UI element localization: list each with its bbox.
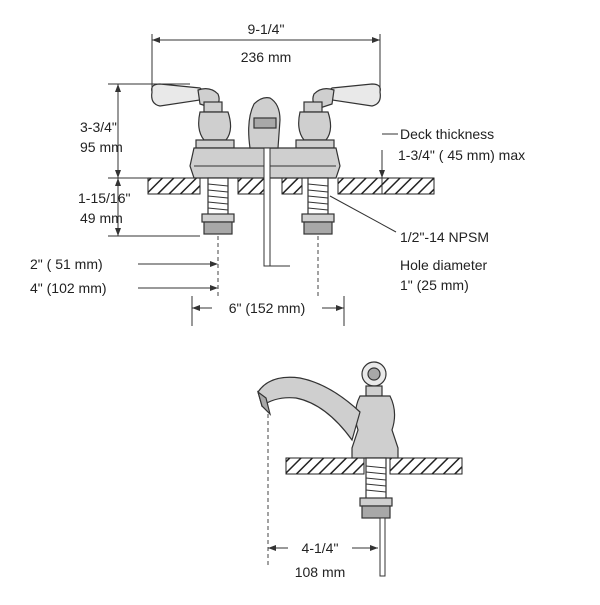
side-handle bbox=[361, 361, 387, 397]
hole-diameter-value: 1" (25 mm) bbox=[400, 277, 469, 293]
right-shank bbox=[301, 177, 335, 235]
side-spout bbox=[257, 376, 361, 442]
spout-reach-dimension: 4-1/4" 108 mm bbox=[268, 540, 378, 580]
deck-side bbox=[285, 457, 463, 475]
left-shank bbox=[201, 177, 235, 235]
shank-length-mm-label: 49 mm bbox=[80, 210, 123, 226]
handle-offset-label: 4" (102 mm) bbox=[30, 280, 107, 296]
height-label: 3-3/4" bbox=[80, 119, 117, 135]
spout-offset-label: 2" ( 51 mm) bbox=[30, 256, 103, 272]
deck-thickness-callout: Deck thickness 1-3/4" ( 45 mm) max bbox=[379, 126, 525, 194]
overall-width-label: 9-1/4" bbox=[248, 21, 285, 37]
overall-width-dimension: 9-1/4" 236 mm bbox=[151, 21, 381, 92]
center-spread-dimension: 6" (152 mm) bbox=[191, 236, 345, 326]
thread-spec-label: 1/2"-14 NPSM bbox=[400, 229, 489, 245]
hole-diameter-label: Hole diameter bbox=[400, 257, 487, 273]
left-handle bbox=[151, 83, 235, 149]
spout-front bbox=[248, 97, 281, 149]
height-mm-label: 95 mm bbox=[80, 139, 123, 155]
deck-front bbox=[147, 177, 435, 195]
shank-length-dimension: 1-15/16" 49 mm bbox=[78, 177, 200, 237]
spout-reach-label: 4-1/4" bbox=[302, 540, 339, 556]
overall-width-mm-label: 236 mm bbox=[241, 49, 292, 65]
handle-offset-dimension: 4" (102 mm) bbox=[30, 280, 218, 296]
right-handle bbox=[295, 83, 381, 149]
side-body bbox=[351, 395, 399, 459]
side-shank bbox=[359, 457, 393, 577]
height-dimension: 3-3/4" 95 mm bbox=[80, 83, 190, 178]
side-view: 4-1/4" 108 mm bbox=[256, 361, 463, 580]
spout-offset-dimension: 2" ( 51 mm) bbox=[30, 236, 219, 296]
spout-reach-mm-label: 108 mm bbox=[295, 564, 346, 580]
deck-thickness-label: Deck thickness bbox=[400, 126, 494, 142]
front-view: 9-1/4" 236 mm 3-3/4" 95 mm 1-15/16" 49 m… bbox=[30, 21, 525, 326]
center-spread-label: 6" (152 mm) bbox=[229, 300, 306, 316]
deck-thickness-value: 1-3/4" ( 45 mm) max bbox=[398, 147, 525, 163]
thread-callout: 1/2"-14 NPSM Hole diameter 1" (25 mm) bbox=[329, 195, 489, 293]
lift-rod bbox=[263, 147, 290, 267]
shank-length-label: 1-15/16" bbox=[78, 190, 130, 206]
